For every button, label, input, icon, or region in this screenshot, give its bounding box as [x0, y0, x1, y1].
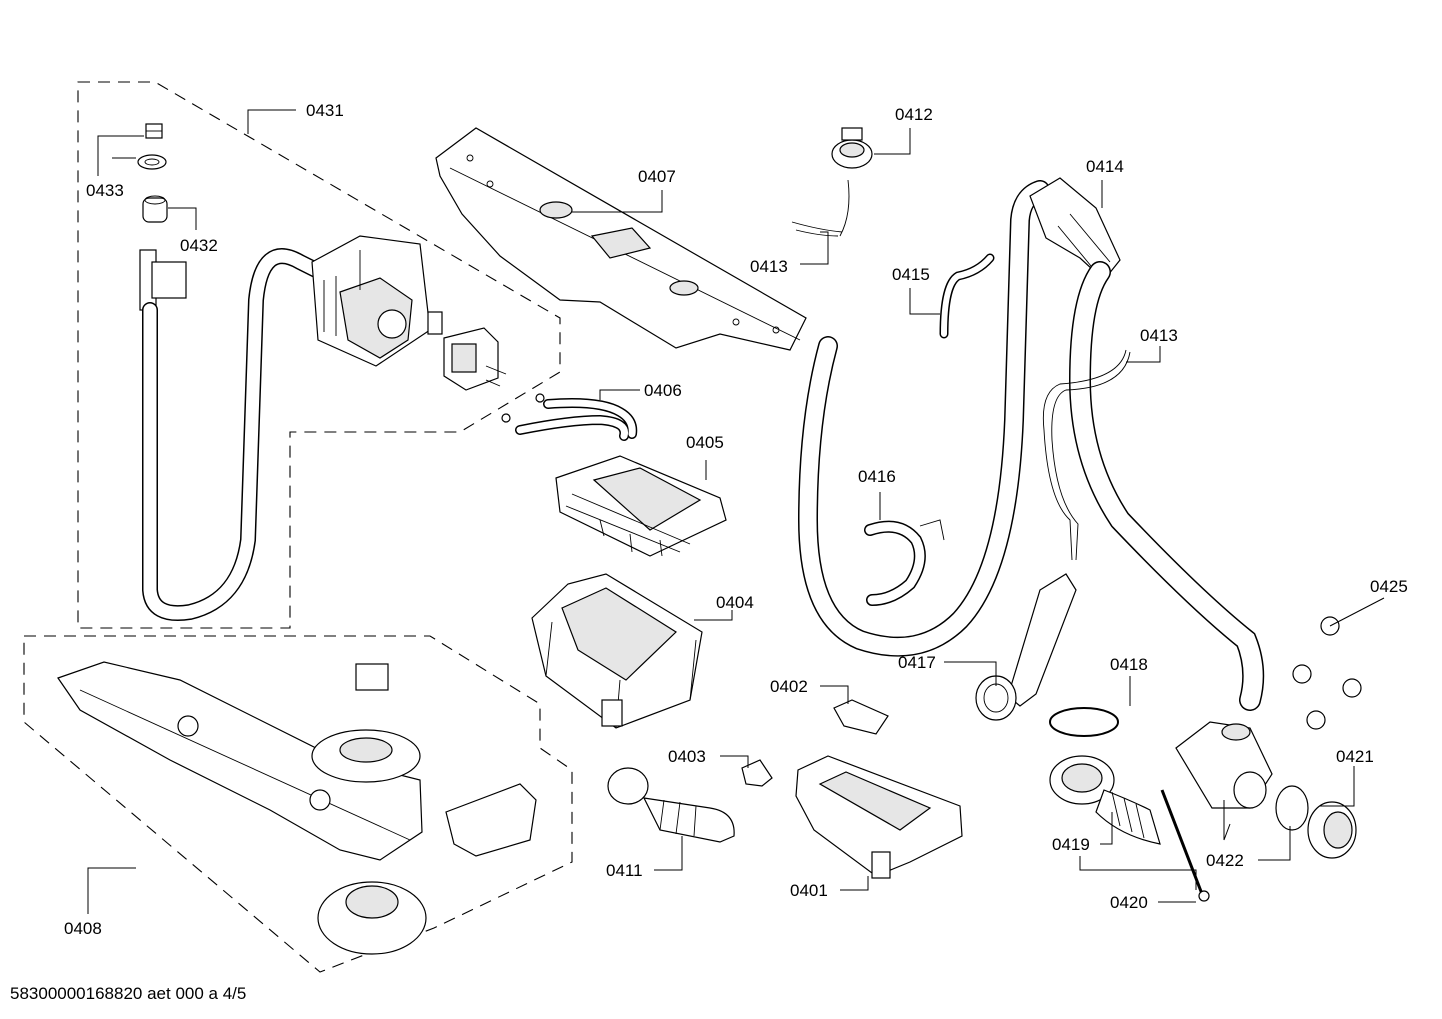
- part-0422-drain-pump: [1175, 721, 1273, 809]
- callout-0431: 0431: [306, 101, 344, 120]
- callout-0408: 0408: [64, 919, 102, 938]
- callout-0420: 0420: [1110, 893, 1148, 912]
- part-0405-flow-guide: [555, 455, 727, 557]
- callout-0425: 0425: [1370, 577, 1408, 596]
- part-0416-hose-clip: [864, 519, 945, 606]
- callout-0411: 0411: [606, 861, 643, 880]
- callout-0403: 0403: [668, 747, 706, 766]
- part-0431-valve-assembly: [311, 235, 443, 367]
- leader-lines: [87, 109, 1385, 914]
- part-0406-hoses: [501, 393, 638, 441]
- part-0420-rod: [1160, 789, 1210, 902]
- part-0415-small-hose: [939, 253, 995, 339]
- callout-0406: 0406: [644, 381, 682, 400]
- part-0421-pump-filter: [1275, 785, 1357, 859]
- part-0412-pressure-switch: [831, 127, 873, 169]
- callout-0413-left: 0413: [750, 257, 788, 276]
- callout-0402: 0402: [770, 677, 808, 696]
- part-0404-drawer-housing: [531, 573, 703, 729]
- drawing-footer-code: 58300000168820 aet 000 a 4/5: [10, 984, 246, 1003]
- callout-0407: 0407: [638, 167, 676, 186]
- part-0411-bellows-hose: [607, 767, 735, 843]
- part-0417-pipe: [975, 573, 1077, 721]
- callout-labels: 0431 0433 0432 0407 0412 0413 0414 0415 …: [64, 101, 1408, 938]
- callout-0414: 0414: [1086, 157, 1124, 176]
- part-0425-nuts: [1292, 616, 1362, 730]
- part-0402-actuator: [833, 699, 889, 735]
- callout-0405: 0405: [686, 433, 724, 452]
- callout-0412: 0412: [895, 105, 933, 124]
- part-0413-pressure-tube: [791, 179, 850, 237]
- part-solenoid-valve: [443, 327, 507, 391]
- part-0433-nut: [137, 123, 167, 170]
- callout-0433: 0433: [86, 181, 124, 200]
- group-boundary-detergent-housing: [23, 635, 573, 973]
- callout-0404: 0404: [716, 593, 754, 612]
- part-0418-hose-clamp: [1049, 707, 1119, 737]
- callout-0418: 0418: [1110, 655, 1148, 674]
- callout-0417: 0417: [898, 653, 936, 672]
- part-0414-sump-hose: [1029, 177, 1265, 711]
- callout-0422: 0422: [1206, 851, 1244, 870]
- callout-0415: 0415: [892, 265, 930, 284]
- part-0401-detergent-drawer: [795, 755, 963, 879]
- callout-0401: 0401: [790, 881, 828, 900]
- part-0413-wire-pair: [1042, 349, 1131, 561]
- callout-0419: 0419: [1052, 835, 1090, 854]
- part-0403-valve: [741, 759, 773, 787]
- group-boundary-valve-assembly: [77, 81, 561, 629]
- callout-0421: 0421: [1336, 747, 1374, 766]
- callout-0413-right: 0413: [1140, 326, 1178, 345]
- part-0408-housing-bracket: [57, 661, 537, 955]
- part-0419-bellows: [1049, 755, 1161, 845]
- callout-0416: 0416: [858, 467, 896, 486]
- callout-0432: 0432: [180, 236, 218, 255]
- part-inlet-hose: [139, 248, 328, 621]
- part-drain-hose: [797, 180, 1050, 657]
- part-0432-cap: [142, 195, 168, 223]
- part-0407-top-panel-strip: [435, 127, 807, 351]
